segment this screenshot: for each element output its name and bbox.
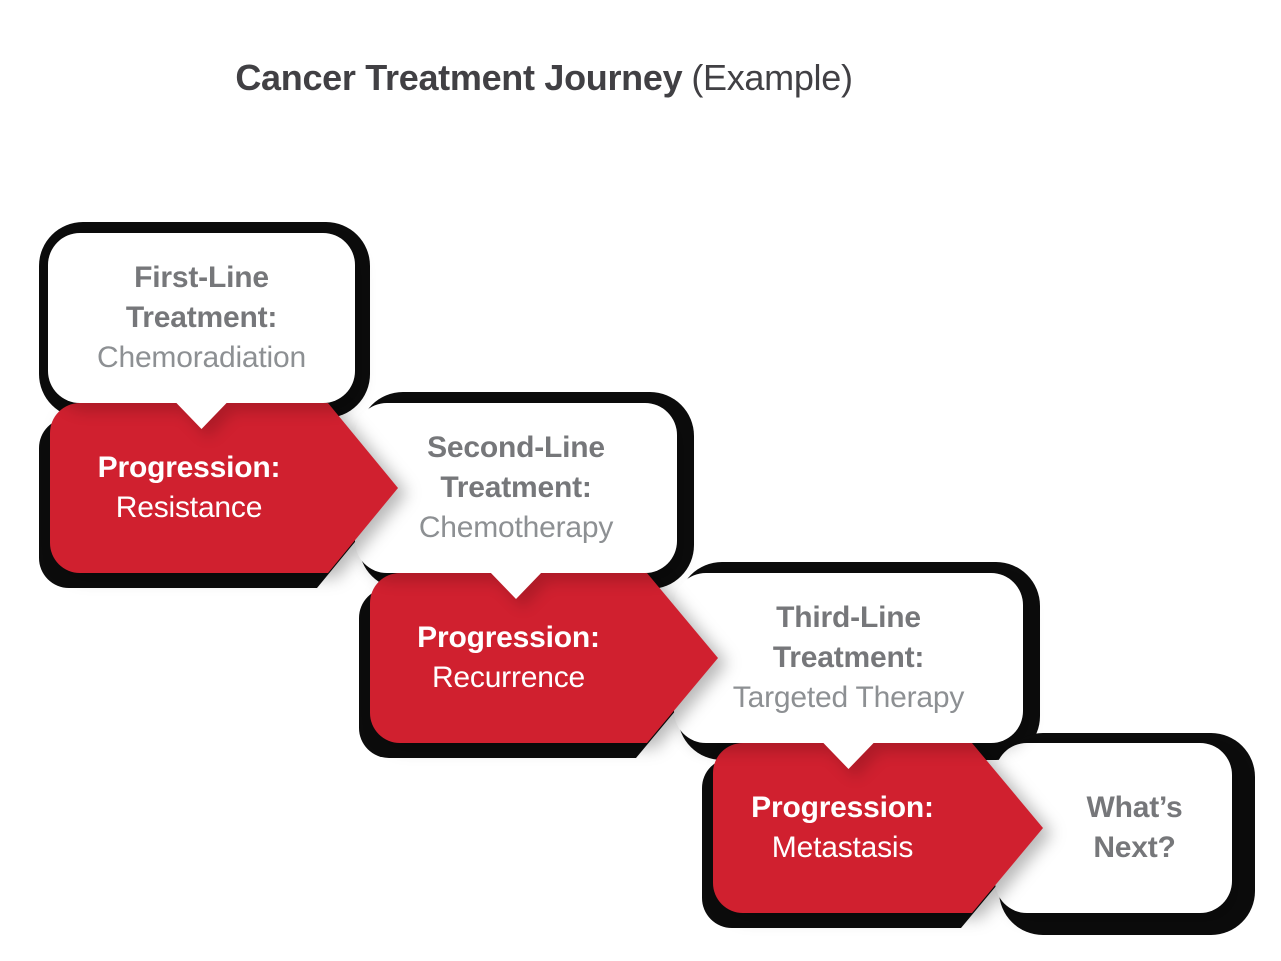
diagram-title: Cancer Treatment Journey(Example) [0,57,1088,98]
arrow-heading: Progression: [97,451,281,484]
arrow-progression-resistance [50,403,398,573]
title-suffix: (Example) [691,57,853,98]
arrow-body-path [370,573,718,743]
arrow-label-metastasis: Progression: Metastasis [713,743,972,913]
arrow-progression-recurrence [370,573,718,743]
box-detail: Chemoradiation [97,341,306,374]
arrow-detail: Recurrence [431,661,586,694]
arrow-heading: Progression: [751,791,934,824]
box-third-line-treatment: Third-Line Treatment: Targeted Therapy [674,573,1023,769]
arrow-detail: Metastasis [771,831,914,864]
arrow-body-path [50,403,398,573]
box-first-line-treatment: First-Line Treatment: Chemoradiation [48,233,355,429]
box-heading: What’s Next? [1086,791,1183,864]
arrow-label-resistance: Progression: Resistance [50,403,328,573]
box-heading: Third-Line Treatment: [772,601,925,674]
box-detail: Chemotherapy [418,511,614,544]
arrow-body-path [713,743,1043,913]
arrow-detail: Resistance [115,491,263,524]
box-second-line-treatment: Second-Line Treatment: Chemotherapy [355,403,677,599]
box-heading: Second-Line Treatment: [427,431,605,504]
arrow-heading: Progression: [417,621,600,654]
box-heading: First-Line Treatment: [125,261,278,334]
box-detail: Targeted Therapy [732,681,965,714]
title-main: Cancer Treatment Journey [235,57,683,98]
arrow-label-recurrence: Progression: Recurrence [370,573,647,743]
arrow-progression-metastasis [713,743,1043,913]
